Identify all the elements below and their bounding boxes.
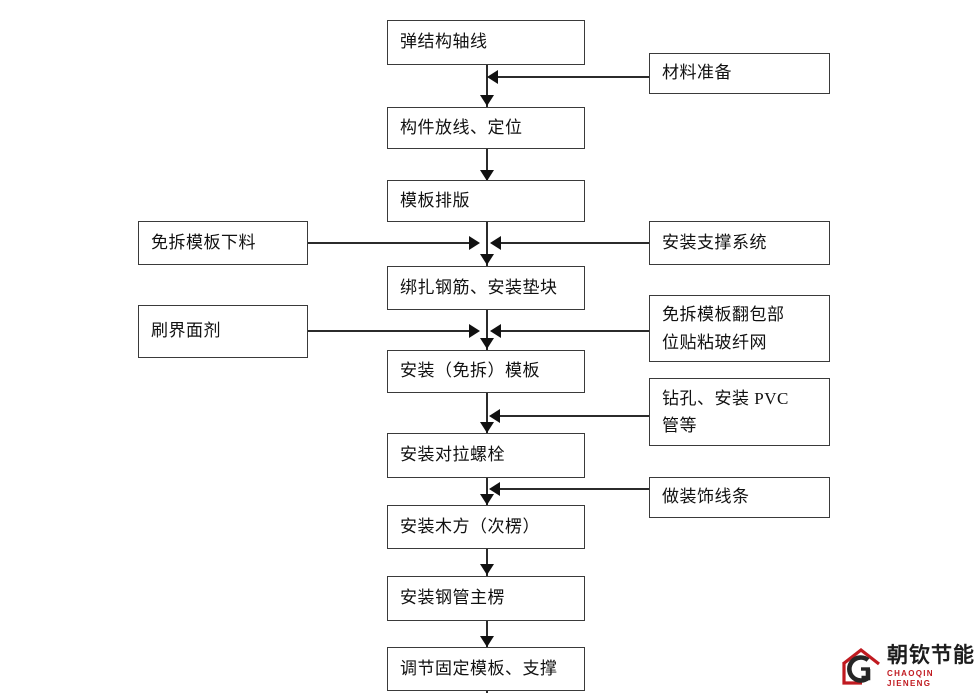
- arrowhead-l1: [469, 236, 480, 250]
- arrowhead-l2: [469, 324, 480, 338]
- arrowhead-to-n5: [480, 338, 494, 349]
- node-main-7[interactable]: 安装木方（次楞）: [387, 505, 585, 549]
- logo-text-block: 朝钦节能 CHAOQIN JIENENG: [887, 644, 978, 688]
- node-main-4[interactable]: 绑扎钢筋、安装垫块: [387, 266, 585, 310]
- node-right-4[interactable]: 钻孔、安装 PVC 管等: [649, 378, 830, 446]
- arrowhead-to-n4: [480, 254, 494, 265]
- logo-name-en: CHAOQIN JIENENG: [887, 669, 934, 688]
- node-label: 安装（免拆）模板: [400, 361, 540, 381]
- connector-n2-to-n3: [486, 148, 488, 182]
- connector-l1-to-main: [308, 242, 475, 244]
- node-main-5[interactable]: 安装（免拆）模板: [387, 350, 585, 393]
- arrowhead-n7-to-n8: [480, 564, 494, 575]
- node-left-2[interactable]: 刷界面剂: [138, 305, 308, 358]
- node-label-line1: 免拆模板翻包部: [662, 305, 785, 325]
- connector-r3-to-main: [500, 330, 650, 332]
- node-label: 调节固定模板、支撑: [400, 658, 558, 678]
- arrowhead-r3: [490, 324, 501, 338]
- node-main-8[interactable]: 安装钢管主楞: [387, 576, 585, 621]
- arrowhead-r4: [489, 409, 500, 423]
- company-logo: 朝钦节能 CHAOQIN JIENENG: [840, 644, 978, 688]
- node-label: 材料准备: [662, 63, 732, 83]
- connector-n7-to-n8: [486, 548, 488, 578]
- connector-l2-to-main: [308, 330, 475, 332]
- node-right-1[interactable]: 材料准备: [649, 53, 830, 94]
- node-label: 免拆模板下料: [151, 232, 256, 252]
- arrowhead-r2: [490, 236, 501, 250]
- connector-n5-to-n6: [486, 392, 488, 434]
- house-g-mark-icon: [840, 647, 882, 687]
- node-main-3[interactable]: 模板排版: [387, 180, 585, 222]
- arrowhead-r1: [487, 70, 498, 84]
- connector-n6-to-n7: [486, 477, 488, 507]
- node-label: 模板排版: [400, 190, 470, 210]
- node-label-line2: 位贴粘玻纤网: [662, 332, 767, 352]
- connector-r5-to-main: [492, 488, 650, 490]
- node-label: 绑扎钢筋、安装垫块: [400, 277, 558, 297]
- node-label: 安装木方（次楞）: [400, 516, 540, 536]
- node-label: 弹结构轴线: [400, 32, 488, 52]
- node-main-2[interactable]: 构件放线、定位: [387, 107, 585, 149]
- node-label: 安装对拉螺栓: [400, 445, 505, 465]
- node-left-1[interactable]: 免拆模板下料: [138, 221, 308, 265]
- node-label: 构件放线、定位: [400, 117, 523, 137]
- connector-n1-to-n2: [486, 64, 488, 108]
- node-label: 做装饰线条: [662, 487, 750, 507]
- connector-n8-to-n9: [486, 620, 488, 648]
- connector-r2-to-main: [500, 242, 650, 244]
- node-main-6[interactable]: 安装对拉螺栓: [387, 433, 585, 478]
- arrowhead-r5: [489, 482, 500, 496]
- node-label: 安装钢管主楞: [400, 588, 505, 608]
- node-main-1[interactable]: 弹结构轴线: [387, 20, 585, 65]
- node-label: 安装支撑系统: [662, 232, 767, 252]
- connector-n3-to-merge1: [486, 221, 488, 243]
- arrowhead-n1-to-n2: [480, 95, 494, 106]
- connector-r4-to-main: [492, 415, 650, 417]
- arrowhead-n5-to-n6: [480, 422, 494, 433]
- node-label: 刷界面剂: [151, 321, 221, 341]
- connector-r1-to-main: [490, 76, 650, 78]
- node-label-line1: 钻孔、安装 PVC: [662, 388, 789, 408]
- node-label-line2: 管等: [662, 416, 697, 435]
- connector-n4-to-merge2: [486, 309, 488, 331]
- node-right-2[interactable]: 安装支撑系统: [649, 221, 830, 265]
- connector-n9-to-next: [486, 690, 488, 693]
- arrowhead-n2-to-n3: [480, 170, 494, 181]
- logo-name-cn: 朝钦节能: [887, 644, 975, 667]
- node-right-5[interactable]: 做装饰线条: [649, 477, 830, 518]
- node-right-3[interactable]: 免拆模板翻包部 位贴粘玻纤网: [649, 295, 830, 362]
- arrowhead-n6-to-n7: [480, 494, 494, 505]
- arrowhead-n8-to-n9: [480, 636, 494, 647]
- node-main-9[interactable]: 调节固定模板、支撑: [387, 647, 585, 691]
